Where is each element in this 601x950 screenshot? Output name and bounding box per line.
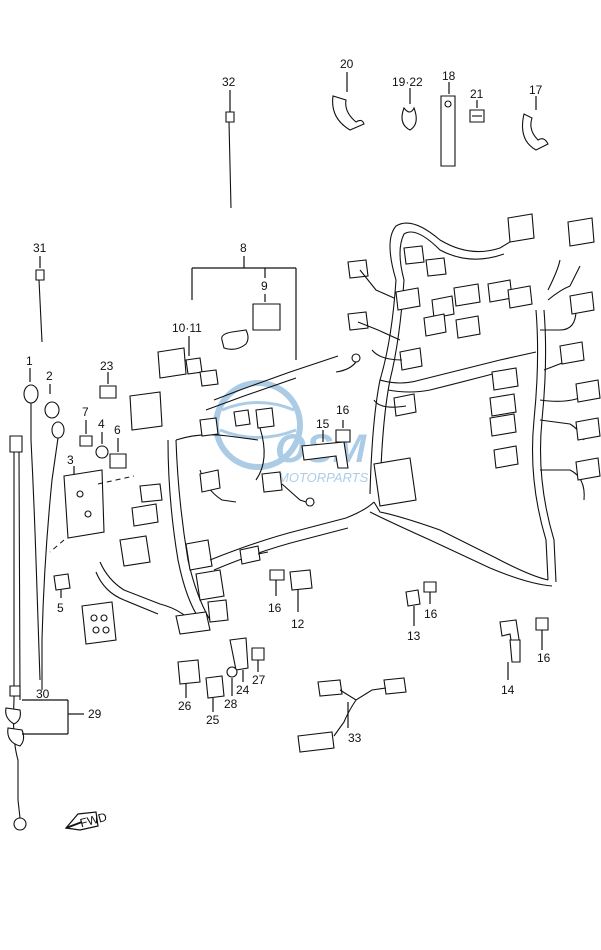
part-2-cable — [41, 384, 65, 690]
label-25: 25 — [206, 713, 220, 727]
part-17-clamp — [521, 96, 549, 151]
part-31-cable-tie — [35, 256, 45, 343]
part-18-bracket — [440, 82, 456, 167]
fwd-arrow-icon: FWD — [64, 810, 109, 831]
label-3: 3 — [67, 453, 74, 467]
label-23: 23 — [100, 359, 114, 373]
watermark-text: MOTORPARTS — [278, 470, 369, 485]
bracket-29 — [22, 699, 84, 735]
part-14-bracket — [499, 619, 521, 680]
part-25-sleeve — [205, 675, 225, 712]
label-8: 8 — [240, 241, 247, 255]
label-24: 24 — [236, 683, 250, 697]
part-1-cable — [23, 368, 41, 681]
label-10-11: 10·11 — [172, 321, 202, 335]
label-1: 1 — [26, 354, 33, 368]
label-16d: 16 — [537, 651, 551, 665]
label-26: 26 — [178, 699, 192, 713]
part-16c-bolt — [423, 581, 437, 604]
label-29: 29 — [88, 707, 102, 721]
part-8-main-harness — [95, 213, 601, 635]
part-29-30-wire — [5, 435, 27, 831]
label-6: 6 — [114, 423, 121, 437]
label-13: 13 — [407, 629, 421, 643]
label-27: 27 — [252, 673, 266, 687]
label-12: 12 — [291, 617, 305, 631]
part-19-22-clip — [401, 88, 417, 131]
bracket-8-9 — [191, 256, 297, 360]
label-32: 32 — [222, 75, 236, 89]
label-5: 5 — [57, 601, 64, 615]
label-31: 31 — [33, 241, 47, 255]
part-6-cap — [109, 438, 127, 469]
part-9-relay — [221, 294, 281, 350]
part-27-screw — [251, 647, 265, 672]
label-30: 30 — [36, 687, 50, 701]
label-16a: 16 — [336, 403, 350, 417]
label-15: 15 — [316, 417, 330, 431]
part-21-bolt — [469, 100, 485, 123]
part-12-bracket — [289, 569, 313, 612]
label-7: 7 — [82, 405, 89, 419]
label-21: 21 — [470, 87, 484, 101]
part-connector-lower-left — [81, 601, 117, 645]
label-2: 2 — [46, 369, 53, 383]
part-16a-bolt — [335, 420, 351, 443]
label-18: 18 — [442, 69, 456, 83]
part-33-sub-harness — [297, 677, 407, 753]
part-16d-bolt — [535, 617, 549, 650]
label-14: 14 — [501, 683, 515, 697]
part-26-cap — [177, 659, 201, 698]
part-24-bracket — [229, 637, 249, 682]
watermark: OSM MOTORPARTS — [213, 380, 369, 485]
label-16b: 16 — [268, 601, 282, 615]
part-23-bolt — [99, 372, 117, 399]
part-4-nut — [95, 432, 109, 459]
part-32-cable-tie — [225, 90, 235, 209]
part-28-washer — [226, 666, 238, 696]
label-33: 33 — [348, 731, 362, 745]
label-19-22: 19·22 — [392, 75, 423, 89]
label-16c: 16 — [424, 607, 438, 621]
label-28: 28 — [224, 697, 238, 711]
part-16b-bolt — [269, 569, 285, 596]
label-17: 17 — [529, 83, 543, 97]
label-4: 4 — [98, 417, 105, 431]
part-20-clamp — [332, 72, 365, 131]
part-13-bracket — [405, 589, 421, 626]
part-3-plate — [49, 466, 135, 553]
part-7-screw — [79, 420, 93, 447]
label-9: 9 — [261, 279, 268, 293]
fwd-label: FWD — [78, 810, 108, 831]
label-20: 20 — [340, 57, 354, 71]
part-5-grommet — [53, 573, 71, 598]
